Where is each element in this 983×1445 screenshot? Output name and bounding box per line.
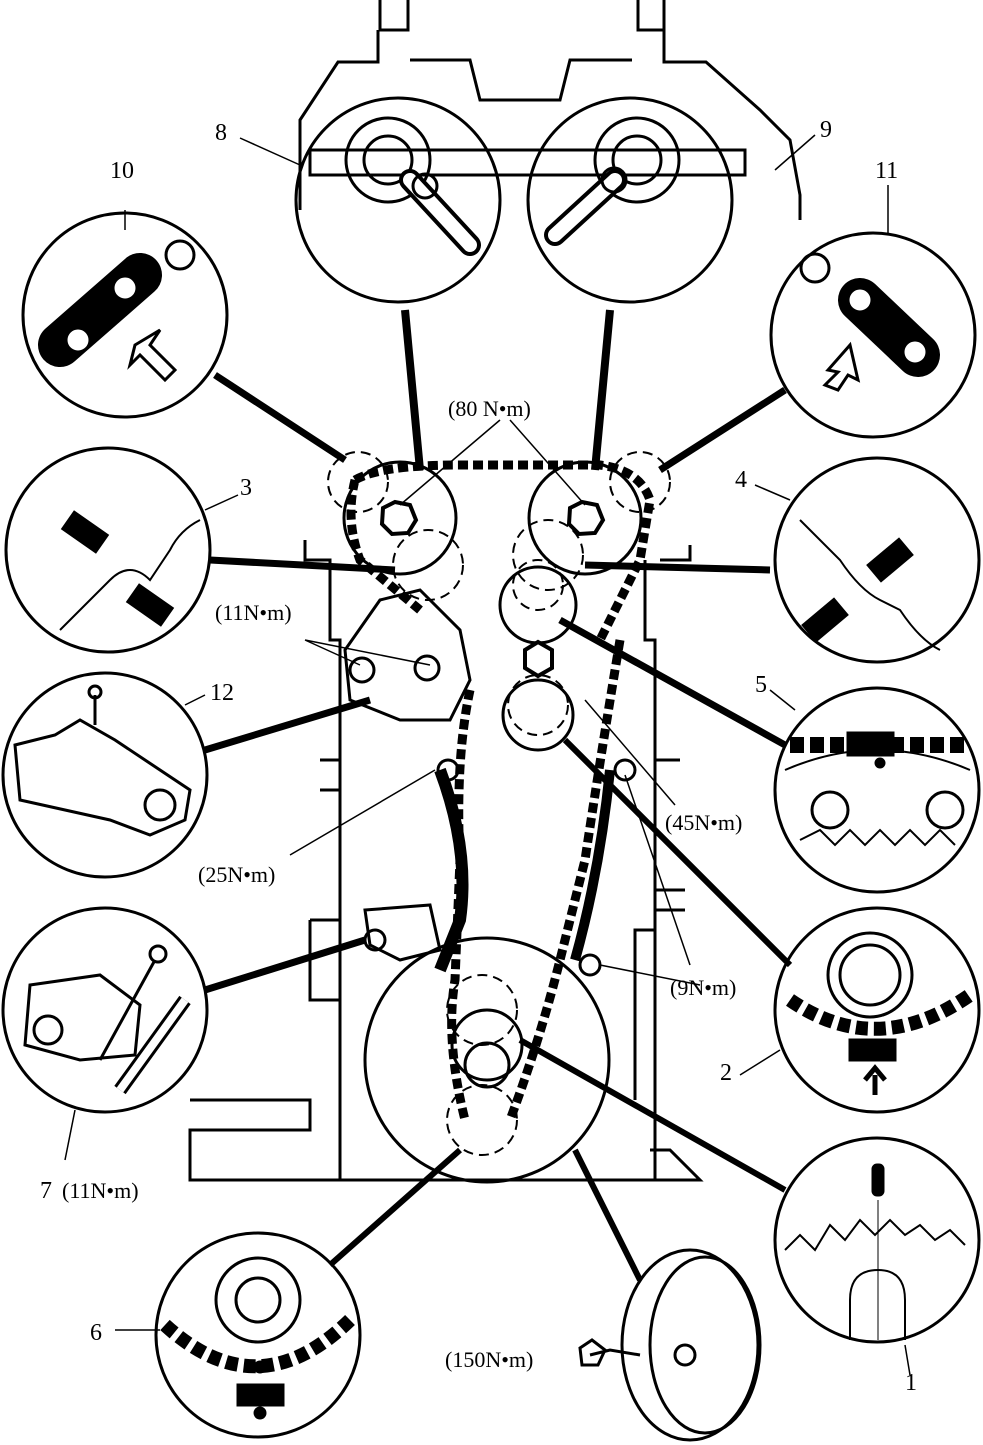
crank-pulley-detail	[620, 1248, 760, 1442]
leader-lines	[64, 134, 911, 1376]
label-4: 4	[735, 467, 747, 493]
detail-circle-11	[769, 231, 977, 439]
torque-pulley-bolt: (150N•m)	[445, 1347, 533, 1372]
detail-circle-2	[773, 906, 981, 1114]
detail-circle-5	[773, 686, 981, 894]
exhaust-cam-sprocket	[527, 460, 643, 576]
detail-views	[1, 96, 981, 1442]
torque-camshaft: (80 N•m)	[448, 396, 531, 421]
chain-drive	[327, 451, 671, 1184]
detail-circle-12	[1, 671, 209, 879]
part-number-labels: 1 2 3 4 5 6 7 8 9 10 11 12	[40, 117, 917, 1396]
right-chain-guide	[570, 769, 615, 962]
torque-guide-bolts: (11N•m)	[215, 600, 292, 625]
idler-sprocket-lower	[501, 678, 575, 752]
label-5: 5	[755, 672, 767, 698]
detail-circle-4	[773, 456, 981, 664]
label-7: 7	[40, 1178, 52, 1204]
upper-chain	[346, 460, 655, 643]
lower-chain-right	[505, 639, 625, 1122]
detail-circle-9	[526, 96, 734, 304]
label-6: 6	[90, 1320, 102, 1346]
crank-sprocket	[450, 1008, 524, 1082]
label-10: 10	[110, 158, 134, 184]
detail-circle-3	[4, 446, 212, 654]
torque-labels: (80 N•m) (11N•m) (45N•m) (25N•m) (9N•m) …	[62, 396, 742, 1372]
intake-cam-sprocket	[342, 460, 458, 576]
label-2: 2	[720, 1060, 732, 1086]
idler-sprocket-upper	[498, 565, 578, 645]
torque-right-guide: (9N•m)	[670, 975, 736, 1000]
label-1: 1	[905, 1370, 917, 1396]
crank-pulley	[363, 936, 611, 1184]
engine-block-outline	[188, 0, 802, 1182]
detail-circle-1	[773, 1136, 981, 1344]
label-9: 9	[820, 117, 832, 143]
detail-circle-7	[1, 906, 209, 1114]
torque-left-guide: (25N•m)	[198, 862, 275, 887]
label-11: 11	[875, 158, 898, 184]
left-chain-guide	[434, 767, 469, 973]
detail-circle-8	[294, 96, 502, 304]
label-8: 8	[215, 120, 227, 146]
torque-tensioner: (11N•m)	[62, 1178, 139, 1203]
upper-guide-plate	[343, 588, 472, 722]
detail-circle-6	[154, 1231, 362, 1439]
label-3: 3	[240, 475, 252, 501]
torque-idler: (45N•m)	[665, 810, 742, 835]
label-12: 12	[210, 680, 234, 706]
chain-tensioner	[363, 903, 442, 962]
